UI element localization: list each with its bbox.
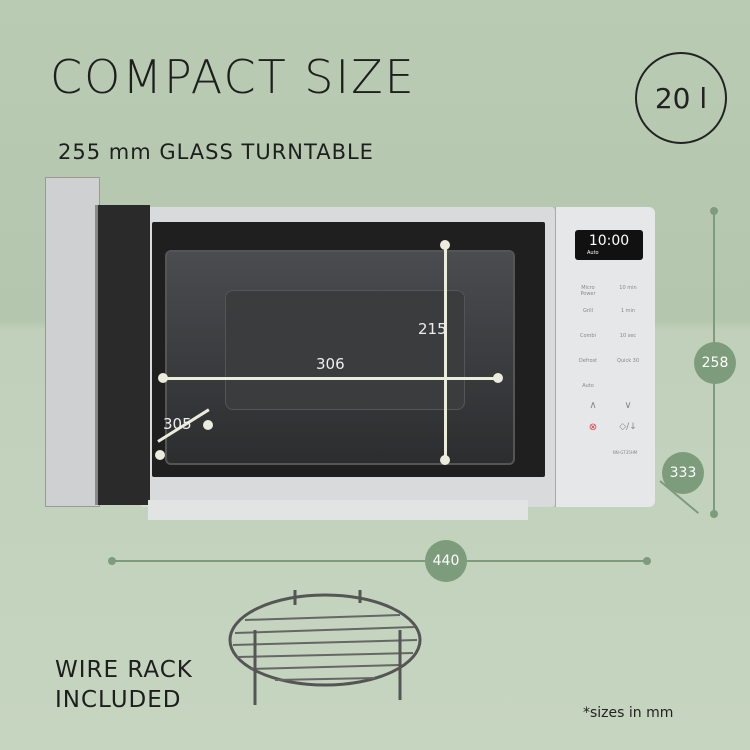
ten-min-button[interactable]: 10 min [619,285,637,291]
display: 10:00 Auto [575,230,643,260]
outer-width-badge: 440 [425,540,467,582]
display-time: 10:00 [588,233,630,249]
ten-sec-button[interactable]: 10 sec [619,333,637,339]
display-mode: Auto [587,250,599,256]
units-note: *sizes in mm [583,705,674,721]
model-label: NN-GT35HM [612,450,638,455]
combi-button[interactable]: Combi [580,333,596,339]
cavity-depth-label: 305 [163,415,192,433]
one-min-button[interactable]: 1 min [620,308,636,314]
dimension-dot [710,207,718,215]
microwave-door [45,177,100,507]
micro-power-button[interactable]: Micro Power [580,285,596,297]
stop-icon[interactable]: ⊗ [588,422,598,433]
dimension-dot [155,450,165,460]
dimension-dot [710,510,718,518]
rack-label-line-2: INCLUDED [55,687,182,713]
capacity-badge: 20 l [635,52,727,144]
up-arrow-icon[interactable]: ∧ [589,400,597,411]
width-dimension-line [163,377,498,380]
grill-button[interactable]: Grill [582,308,594,314]
down-arrow-icon[interactable]: ∨ [624,400,632,411]
turntable-subtitle: 255 mm GLASS TURNTABLE [58,140,374,164]
rack-label-line-1: WIRE RACK [55,657,193,683]
quick-30-button[interactable]: Quick 30 [616,358,640,364]
dimension-dot [440,240,450,250]
height-dimension-line [444,245,447,460]
dimension-dot [108,557,116,565]
cavity-height-label: 215 [418,320,447,338]
start-icon[interactable]: ◇/↓ [619,422,637,432]
headline: COMPACT SIZE [50,50,416,104]
defrost-button[interactable]: Defrost [578,358,598,364]
microwave-base [148,500,528,520]
wire-rack-image [228,590,422,705]
dimension-dot [643,557,651,565]
cavity-back-wall [225,290,465,410]
cavity-width-label: 306 [316,355,345,373]
dimension-dot [158,373,168,383]
dimension-dot [493,373,503,383]
outer-width-line [112,560,647,562]
door-inner [95,205,150,505]
outer-height-badge: 258 [694,342,736,384]
rack-label: WIRE RACK INCLUDED [55,655,193,715]
dimension-dot [440,455,450,465]
outer-depth-badge: 333 [662,452,704,494]
dimension-dot [203,420,213,430]
auto-button[interactable]: Auto [582,383,594,389]
